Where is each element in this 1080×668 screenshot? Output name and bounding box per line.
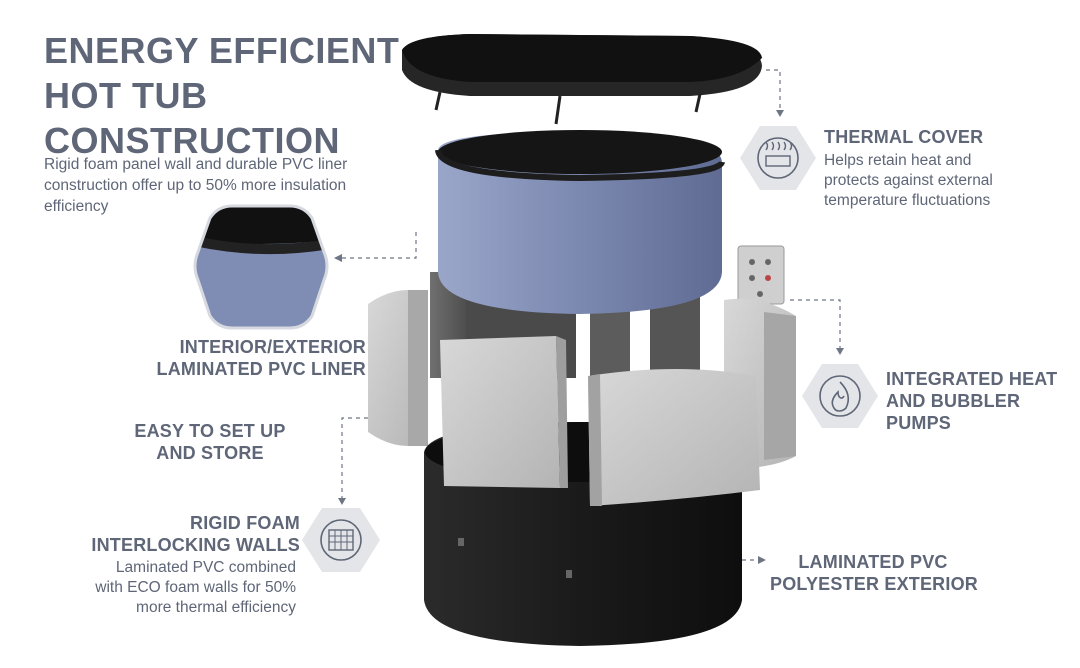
exterior-title-line: LAMINATED PVC <box>798 552 948 572</box>
thermal-cover-lid <box>402 34 762 125</box>
walls-title: RIGID FOAM INTERLOCKING WALLS <box>60 512 300 556</box>
front-foam-panels <box>440 336 760 506</box>
heat-pumps-title: INTEGRATED HEAT AND BUBBLER PUMPS <box>886 368 1057 434</box>
liner-detail-hexagon <box>193 204 329 330</box>
liner-title-line: INTERIOR/EXTERIOR <box>179 337 366 357</box>
thermal-cover-desc-line: temperature fluctuations <box>824 192 991 209</box>
walls-title-line: INTERLOCKING WALLS <box>91 535 300 555</box>
heat-pumps-title-line: AND BUBBLER <box>886 391 1021 411</box>
exterior-title: LAMINATED PVC POLYESTER EXTERIOR <box>770 551 978 595</box>
liner-title-line: LAMINATED PVC LINER <box>156 359 366 379</box>
exterior-title-line: POLYESTER EXTERIOR <box>770 574 978 594</box>
thermal-cover-desc-line: Helps retain heat and <box>824 152 972 169</box>
heater-pump-control <box>737 245 785 305</box>
leader-arrowheads <box>334 110 844 564</box>
leader-lines <box>340 69 841 561</box>
title-line-1: ENERGY EFFICIENT <box>44 30 400 71</box>
pvc-liner <box>435 130 725 314</box>
thermal-cover-title: THERMAL COVER <box>824 127 984 147</box>
left-curved-foam-panel <box>368 290 428 446</box>
walls-desc-line: Laminated PVC combined <box>115 559 296 576</box>
walls-desc-line: with ECO foam walls for 50% <box>95 579 296 596</box>
thermal-cover-icon <box>740 126 816 190</box>
foam-wall-icon <box>302 508 380 572</box>
title-line-3: CONSTRUCTION <box>44 120 340 161</box>
liner-title: INTERIOR/EXTERIOR LAMINATED PVC LINER <box>130 336 366 380</box>
intro-text: Rigid foam panel wall and durable PVC li… <box>44 156 348 215</box>
flame-icon <box>802 364 878 428</box>
setup-title-line: AND STORE <box>156 443 264 463</box>
thermal-cover-desc: Helps retain heat and protects against e… <box>824 151 993 211</box>
walls-desc: Laminated PVC combined with ECO foam wal… <box>60 558 296 618</box>
walls-title-line: RIGID FOAM <box>190 513 300 533</box>
page-title: ENERGY EFFICIENT HOT TUB CONSTRUCTION <box>44 28 424 163</box>
title-line-2: HOT TUB <box>44 75 208 116</box>
walls-desc-line: more thermal efficiency <box>136 599 296 616</box>
setup-title-line: EASY TO SET UP <box>134 421 286 441</box>
thermal-cover-desc-line: protects against external <box>824 172 993 189</box>
heat-pumps-title-line: PUMPS <box>886 413 952 433</box>
setup-title: EASY TO SET UP AND STORE <box>120 420 300 464</box>
heat-pumps-title-line: INTEGRATED HEAT <box>886 369 1058 389</box>
